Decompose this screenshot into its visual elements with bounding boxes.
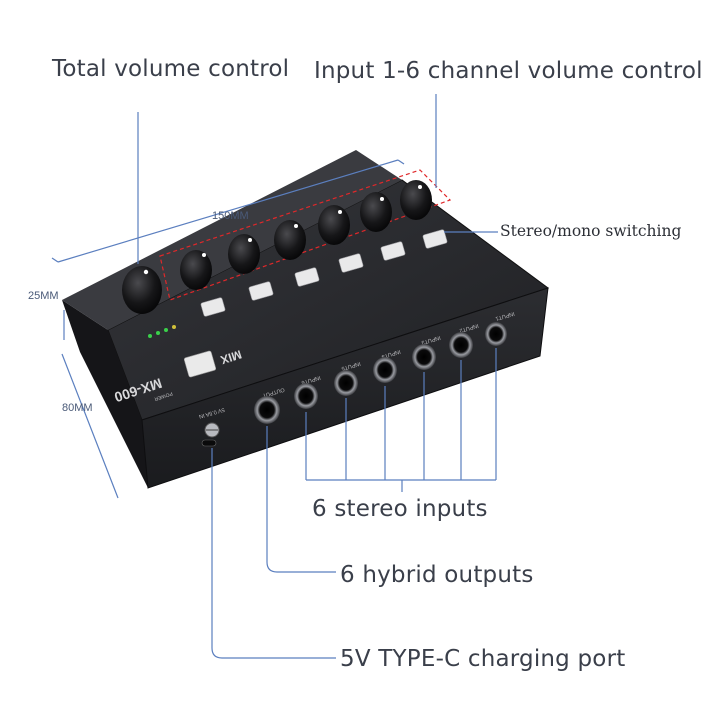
knob-channel-6 — [180, 250, 212, 290]
input-label-5: INPUT5 — [341, 360, 361, 371]
device-left-side — [62, 300, 148, 488]
input-label-1: INPUT1 — [495, 310, 515, 321]
input-label-3: INPUT3 — [421, 334, 441, 345]
hybrid-outputs-label: 6 hybrid outputs — [340, 562, 534, 588]
knob-channel-1 — [400, 180, 432, 220]
input-label-4: INPUT4 — [381, 348, 401, 359]
front-jacks — [254, 322, 507, 424]
input-volume-label: Input 1-6 channel volume control — [314, 58, 703, 84]
knob-channel-4 — [274, 220, 306, 260]
knob-channel-5 — [228, 234, 260, 274]
level-meter — [148, 325, 176, 338]
knob-channel-2 — [360, 192, 392, 232]
brand-label: MIX — [219, 347, 244, 367]
power-text-group: POWER — [153, 390, 173, 402]
height-dimension-label: 25MM — [28, 290, 59, 302]
output-jack — [254, 396, 280, 424]
input-jack-1 — [485, 322, 507, 346]
knob-channel-3 — [318, 205, 350, 245]
knob-highlight-box — [159, 169, 452, 301]
stereo-mono-buttons — [200, 229, 448, 317]
input-jack-4 — [373, 357, 397, 383]
input-jack-2 — [449, 332, 473, 358]
usb-c-port — [201, 439, 217, 447]
depth-dimension-label: 80MM — [62, 402, 93, 414]
annotation-lines — [51, 94, 498, 659]
charging-port-label: 5V TYPE-C charging port — [340, 646, 626, 672]
total-volume-label: Total volume control — [52, 56, 290, 82]
power-button — [183, 350, 217, 378]
master-volume-knob — [122, 266, 162, 314]
stereo-inputs-label: 6 stereo inputs — [312, 496, 488, 522]
input-labels: INPUT6 INPUT5 INPUT4 INPUT3 INPUT2 INPUT… — [301, 310, 515, 385]
input-jack-5 — [334, 370, 358, 396]
input-label-6: INPUT6 — [301, 374, 321, 385]
input-jack-3 — [412, 344, 436, 370]
channel-knobs — [180, 180, 432, 290]
power-label: POWER — [153, 390, 173, 402]
brand-text-group: MIX — [219, 347, 244, 367]
stereo-mono-label: Stereo/mono switching — [500, 222, 682, 240]
input-label-2: INPUT2 — [459, 322, 479, 333]
input-jack-6 — [294, 383, 318, 409]
width-dimension-label: 150MM — [212, 210, 249, 222]
